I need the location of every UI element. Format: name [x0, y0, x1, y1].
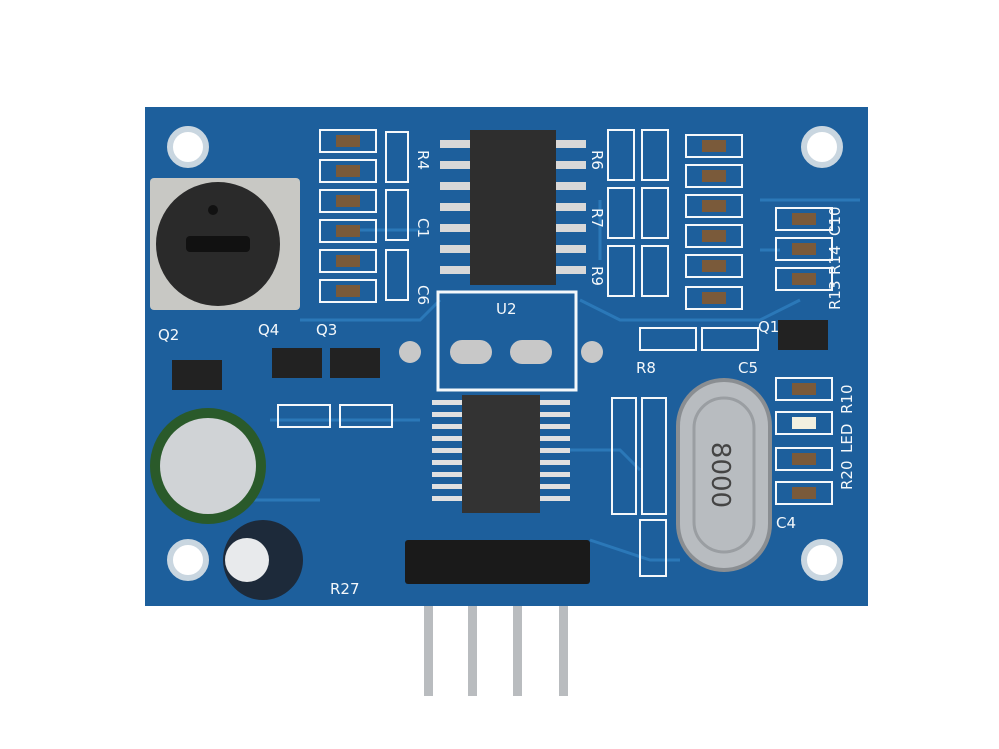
- u2-outline: [436, 290, 578, 392]
- label-r7: R7: [588, 208, 606, 228]
- crystal-marking: 8000: [705, 442, 735, 508]
- smd-components: [277, 129, 833, 577]
- label-r10: R10: [838, 384, 856, 414]
- label-r20: R20: [838, 460, 856, 490]
- label-r13: R13: [826, 280, 844, 310]
- u2-pads: [399, 340, 603, 364]
- transistors: [172, 320, 828, 390]
- label-led: LED: [838, 424, 856, 453]
- chip-tssop: [432, 395, 570, 513]
- label-r27: R27: [330, 580, 360, 598]
- electrolytic-capacitor: [150, 408, 303, 600]
- label-q2: Q2: [158, 326, 179, 344]
- label-c4: C4: [776, 514, 796, 532]
- chip-u1: [440, 130, 586, 285]
- label-r14: R14: [826, 245, 844, 275]
- led: [792, 417, 816, 429]
- label-c6: C6: [414, 285, 432, 305]
- label-r9: R9: [588, 266, 606, 286]
- header-pins: [424, 570, 568, 696]
- label-q1: Q1: [758, 318, 779, 336]
- label-q4: Q4: [258, 321, 279, 339]
- potentiometer: [150, 178, 300, 310]
- label-r6: R6: [588, 150, 606, 170]
- crystal-oscillator: 8000: [676, 378, 772, 572]
- label-c10: C10: [826, 206, 844, 236]
- pin-header: [405, 540, 590, 584]
- label-c1: C1: [414, 218, 432, 238]
- label-r4: R4: [414, 150, 432, 170]
- silkscreen-labels: R4 C1 C6 R6 R7 R9 U2 Q2 Q4 Q3 Q1 R8 C5 R…: [158, 150, 856, 598]
- label-q3: Q3: [316, 321, 337, 339]
- mounting-holes: [167, 126, 843, 581]
- label-u2: U2: [496, 300, 517, 318]
- label-c5: C5: [738, 359, 758, 377]
- label-r8: R8: [636, 359, 656, 377]
